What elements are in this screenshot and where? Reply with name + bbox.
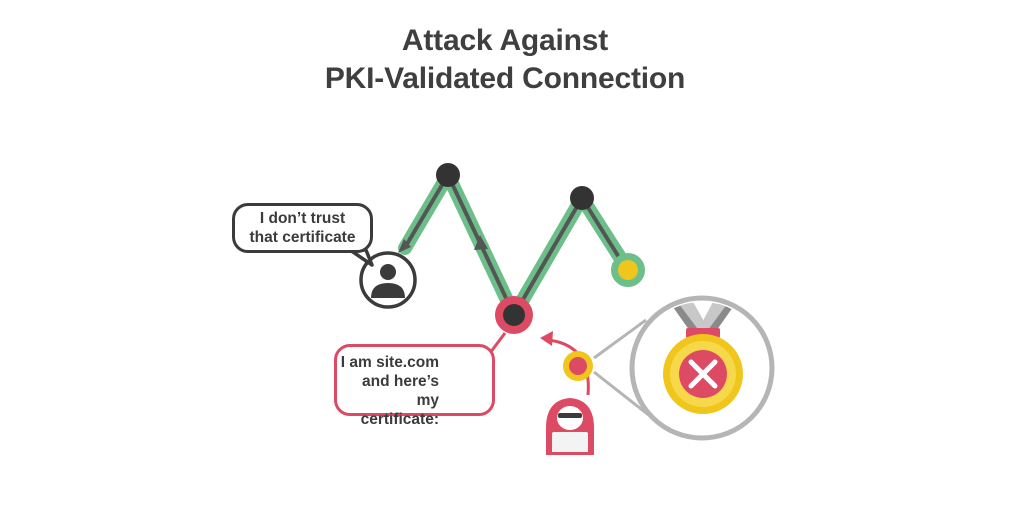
path-arrow-left bbox=[398, 239, 411, 253]
attacker-bubble-line-1: I am site.com bbox=[340, 354, 439, 371]
attacker-bubble-connector bbox=[488, 332, 507, 354]
magnifying-lens-icon bbox=[629, 295, 775, 441]
attacker-speech-bubble: I am site.com and here’s my certificate: bbox=[334, 344, 495, 428]
connection-path bbox=[398, 168, 635, 322]
title-line-2: PKI-Validated Connection bbox=[324, 62, 686, 95]
attacker-node bbox=[563, 351, 593, 381]
server-node bbox=[611, 253, 645, 287]
user-bubble-line-2: that certificate bbox=[249, 229, 356, 246]
attacker-bubble-line-2: and here’s my bbox=[362, 373, 439, 409]
network-node-top-left bbox=[436, 163, 460, 187]
user-avatar-icon bbox=[359, 251, 417, 309]
hooded-hacker-icon bbox=[546, 398, 594, 455]
user-speech-bubble: I don’t trust that certificate bbox=[232, 203, 373, 253]
network-node-top-right bbox=[570, 186, 594, 210]
large-certificate-medal-icon bbox=[663, 302, 743, 414]
title-line-1: Attack Against bbox=[401, 24, 609, 57]
path-arrow-up bbox=[474, 235, 488, 250]
user-bubble-line-1: I don’t trust bbox=[259, 210, 346, 227]
compromised-node bbox=[495, 296, 533, 334]
attacker-bubble-line-3: certificate: bbox=[360, 411, 439, 428]
